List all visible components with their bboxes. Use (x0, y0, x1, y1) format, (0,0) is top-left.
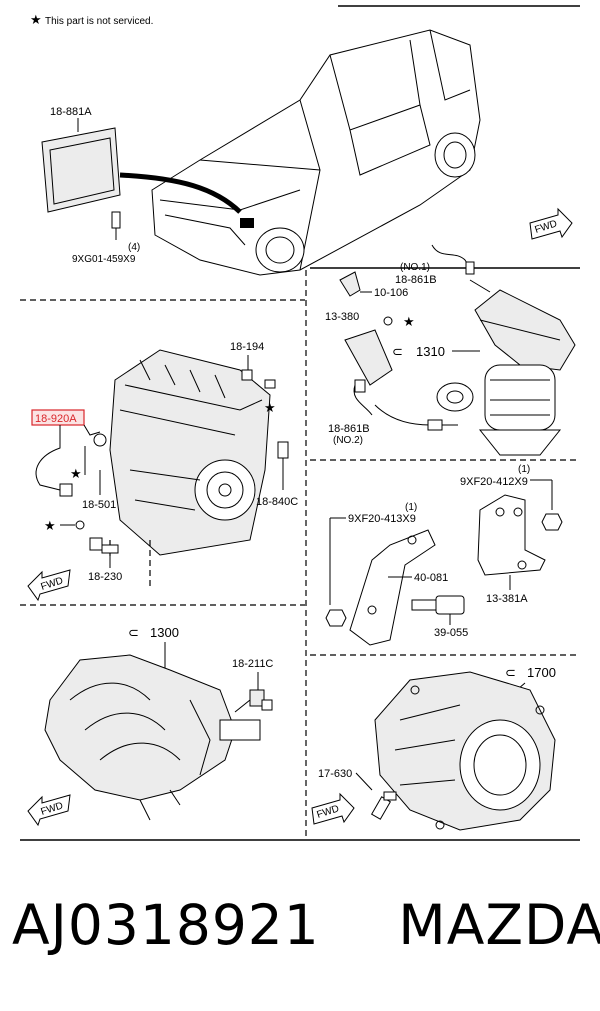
knock-star-icon: ★ (70, 466, 82, 481)
sensor-18840c (277, 441, 289, 490)
sensor-18194-star-icon: ★ (264, 400, 276, 415)
label-ecu: 18-881A (50, 106, 92, 118)
bolt-39055 (411, 595, 465, 625)
o2-sensor-no2 (374, 404, 458, 431)
knock-sensor-18920a[interactable] (35, 424, 107, 497)
label-ecu-bolt-qty: (4) (128, 242, 140, 253)
label-sensor-17630: 17-630 (318, 768, 352, 780)
not-serviced-star-icon: ★ (403, 314, 415, 329)
ecu-module (41, 118, 121, 240)
label-o2-no1-tag: (NO.1) (400, 262, 430, 273)
sensor-18230-star-icon: ★ (44, 518, 56, 533)
label-cat-1310: 1310 (416, 344, 445, 359)
transaxle-housing (374, 671, 556, 831)
label-bolt-39055: 39-055 (434, 627, 468, 639)
label-sensor-18211c: 18-211C (232, 658, 273, 670)
engine-block (109, 349, 271, 590)
clip-10106 (339, 271, 372, 297)
part-number: AJ0318921 (12, 893, 320, 957)
label-sensor-18840c: 18-840C (256, 496, 298, 508)
label-o2-no2-tag: (NO.2) (333, 435, 363, 446)
label-bracket-13381a: 13-381A (486, 593, 528, 605)
sensor-13380 (344, 329, 393, 416)
sensor-18194 (241, 369, 253, 381)
nut-413 (325, 609, 347, 627)
label-bolt-413-qty: (1) (405, 502, 417, 513)
sensor-18211c (249, 689, 273, 711)
highlight-box (31, 409, 85, 426)
sensor-18230 (89, 537, 119, 568)
parts-diagram: ★ This part is not serviced. 18-881A (4)… (20, 5, 580, 841)
label-trans-1700: 1700 (527, 665, 556, 680)
car-illustration (119, 29, 481, 276)
label-o2-no2: 18-861B (328, 423, 370, 435)
label-intake-1300: 1300 (150, 625, 179, 640)
label-sensor-18501: 18-501 (82, 499, 116, 511)
label-bolt-412: 9XF20-412X9 (460, 476, 528, 488)
ref-1300-icon: ⊂ (128, 625, 139, 640)
fwd-arrow-icon: FWD (529, 207, 573, 240)
label-bolt-412-qty: (1) (518, 464, 530, 475)
label-o2-no1: 18-861B (395, 274, 437, 286)
intake-manifold (44, 654, 261, 821)
notice-text: This part is not serviced. (45, 16, 153, 27)
fwd-arrow-intake-icon: FWD (27, 794, 71, 827)
ref-icon: ⊂ (392, 344, 403, 359)
caption: AJ0318921 MAZDA (12, 893, 600, 957)
ref-1700-icon: ⊂ (505, 665, 516, 680)
label-clip: 10-106 (374, 287, 408, 299)
fwd-arrow-engine-icon: FWD (27, 569, 71, 602)
sensor-18194-bolt (264, 379, 276, 389)
label-bolt-413: 9XF20-413X9 (348, 513, 416, 525)
o2-sensor-no1 (431, 244, 491, 293)
bracket-13381a (477, 494, 546, 576)
label-bracket-40081: 40-081 (414, 572, 448, 584)
label-sensor-18194: 18-194 (230, 341, 264, 353)
bolt-13380 (383, 316, 393, 326)
label-ecu-bolt: 9XG01-459X9 (72, 254, 136, 265)
label-knock-sensor[interactable]: 18-920A (35, 413, 77, 425)
bracket-40081 (349, 529, 436, 646)
label-sensor-13380: 13-380 (325, 311, 359, 323)
notice-star-icon: ★ (30, 12, 42, 27)
catalyst-assembly (436, 289, 576, 456)
sensor-17630 (370, 791, 397, 820)
nut-412 (541, 513, 563, 531)
brand-name: MAZDA (398, 893, 600, 957)
fwd-arrow-trans-icon: FWD (311, 792, 355, 825)
label-sensor-18230: 18-230 (88, 571, 122, 583)
